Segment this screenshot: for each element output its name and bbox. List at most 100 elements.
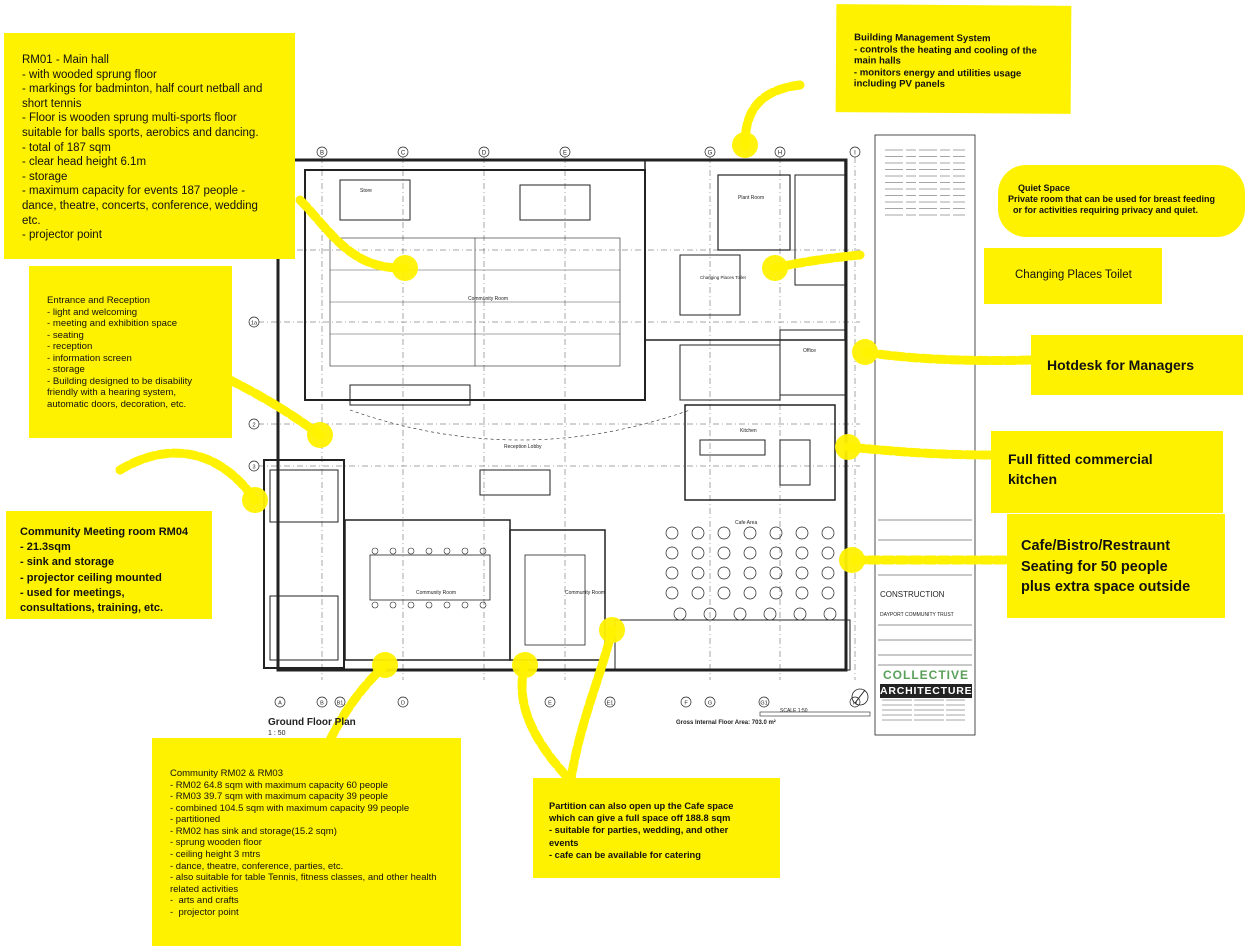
gridline-bubble	[248, 418, 260, 430]
cafe-table-icon	[673, 607, 687, 621]
rm02-tables	[369, 554, 491, 601]
cafe-table-icon	[665, 526, 679, 540]
gridline-label: H	[778, 151, 782, 157]
kitchen-prep	[779, 439, 811, 486]
note-changing-places-toilet-line: Changing Places Toilet	[1015, 269, 1132, 281]
gridline-bubble	[316, 696, 328, 708]
gridline-bubble	[478, 146, 490, 158]
annotation-arrowhead-icon	[852, 339, 878, 365]
note-entrance-reception-line: - meeting and exhibition space	[47, 318, 178, 330]
chair-icon	[461, 601, 469, 609]
note-building-management-system-line: including PV panels	[853, 78, 946, 91]
note-rm01-main-hall-line: - maximum capacity for events 187 people…	[22, 185, 246, 198]
logo-line-2: ARCHITECTURE	[880, 684, 973, 698]
note-community-meeting-rm04-line: - used for meetings,	[20, 586, 125, 599]
note-rm01-main-hall-line: - projector point	[22, 229, 102, 242]
cafe-table-icon	[743, 546, 757, 560]
toilets-block	[794, 174, 846, 286]
room-label-kitchen: Kitchen	[740, 428, 757, 434]
note-community-meeting-rm04-line: - 21.3sqm	[20, 541, 71, 554]
gridline-label: 1a	[251, 321, 258, 327]
annotation-arrowhead-icon	[512, 652, 538, 678]
gridline-label: G	[708, 151, 713, 157]
north-arrow-icon	[854, 689, 866, 704]
meeting-room-rm04-wall	[263, 459, 345, 669]
note-entrance-reception-line: - information screen	[47, 352, 132, 364]
cafe-table-icon	[691, 526, 705, 540]
gridline-label: I	[854, 151, 856, 157]
gridline-bubble	[397, 146, 409, 158]
hall-store	[519, 184, 591, 221]
community-room-rm03	[509, 529, 606, 661]
note-entrance-reception-line: - Building designed to be disability	[47, 375, 193, 387]
gridline-bubble	[559, 146, 571, 158]
annotation-arrowhead-icon	[839, 547, 865, 573]
plan-title: Ground Floor Plan	[268, 717, 356, 728]
note-partition-cafe-line: - cafe can be available for catering	[549, 849, 701, 860]
cafe-table-icon	[717, 566, 731, 580]
note-community-rm02-rm03-line: - dance, theatre, conference, parties, e…	[170, 860, 344, 872]
gridline-label: B	[320, 151, 324, 157]
note-building-management-system-line: Building Management System	[854, 32, 991, 45]
gridline-bubble	[274, 696, 286, 708]
gridline-bubble	[758, 696, 770, 708]
gridline-bubble	[774, 146, 786, 158]
note-community-meeting-rm04-line: consultations, training, etc.	[20, 602, 164, 615]
note-rm01-main-hall-line: - with wooded sprung floor	[22, 68, 157, 81]
note-community-meeting-rm04: Community Meeting room RM04- 21.3sqm- si…	[6, 511, 212, 619]
chair-icon	[479, 547, 487, 555]
cafe-table-icon	[795, 586, 809, 600]
accessible-toilets	[679, 344, 781, 401]
gridline-bubble	[248, 316, 260, 328]
note-cafe-bistro-line: Cafe/Bistro/Restraunt	[1021, 538, 1171, 554]
chair-icon	[407, 547, 415, 555]
cafe-table-icon	[717, 586, 731, 600]
note-changing-places-toilet: Changing Places Toilet	[984, 248, 1162, 304]
note-hotdesk-managers-line: Hotdesk for Managers	[1047, 357, 1195, 373]
note-rm01-main-hall-line: - total of 187 sqm	[22, 141, 111, 154]
gridline-bubble	[248, 460, 260, 472]
gridline-label: A	[278, 701, 282, 707]
room-label-cafe: Cafe Area	[735, 520, 758, 526]
note-community-rm02-rm03-line: - also suitable for table Tennis, fitnes…	[170, 872, 437, 884]
annotation-arrowhead-icon	[732, 132, 758, 158]
room-label-reception: Reception Lobby	[504, 444, 542, 450]
note-rm01-main-hall-line: - clear head height 6.1m	[22, 156, 147, 169]
annotation-arrow-icon	[225, 375, 325, 440]
cafe-table-icon	[769, 586, 783, 600]
note-quiet-space-line: Private room that can be used for breast…	[1008, 194, 1216, 204]
note-partition-cafe-line: Partition can also open up the Cafe spac…	[549, 801, 734, 811]
chair-icon	[389, 547, 397, 555]
cafe-table-icon	[665, 566, 679, 580]
annotation-arrowhead-icon	[392, 255, 418, 281]
note-rm01-main-hall-line: - markings for badminton, half court net…	[22, 83, 263, 96]
gridline-label: E	[548, 701, 552, 707]
annotation-arrow-icon	[565, 625, 617, 790]
note-partition-cafe-line: events	[549, 837, 579, 848]
note-rm01-main-hall-line: etc.	[22, 214, 41, 227]
note-rm01-main-hall: RM01 - Main hall- with wooded sprung flo…	[4, 33, 295, 259]
note-entrance-reception-line: - reception	[47, 341, 93, 353]
cafe-table-icon	[821, 586, 835, 600]
note-partition-cafe-line: which can give a full space off 188.8 sq…	[549, 813, 731, 824]
note-entrance-reception-line: - seating	[47, 329, 84, 341]
note-rm01-main-hall-line: short tennis	[22, 97, 82, 110]
note-cafe-bistro-line: Seating for 50 people	[1021, 558, 1168, 575]
note-community-meeting-rm04-line: - sink and storage	[20, 556, 115, 569]
rooflight-outline	[349, 409, 691, 441]
chair-icon	[425, 601, 433, 609]
cafe-table-icon	[793, 607, 807, 621]
note-community-rm02-rm03-line: Community RM02 & RM03	[170, 768, 283, 779]
hall-store	[349, 384, 471, 406]
note-entrance-reception-line: Entrance and Reception	[47, 295, 150, 306]
titleblock-frame	[874, 134, 976, 736]
cafe-terrace	[614, 619, 851, 671]
annotation-arrowhead-icon	[835, 434, 861, 460]
gridline-label: D	[482, 151, 487, 157]
cafe-table-icon	[733, 607, 747, 621]
cafe-table-icon	[743, 586, 757, 600]
note-quiet-space-line: Quiet Space	[1008, 183, 1071, 193]
